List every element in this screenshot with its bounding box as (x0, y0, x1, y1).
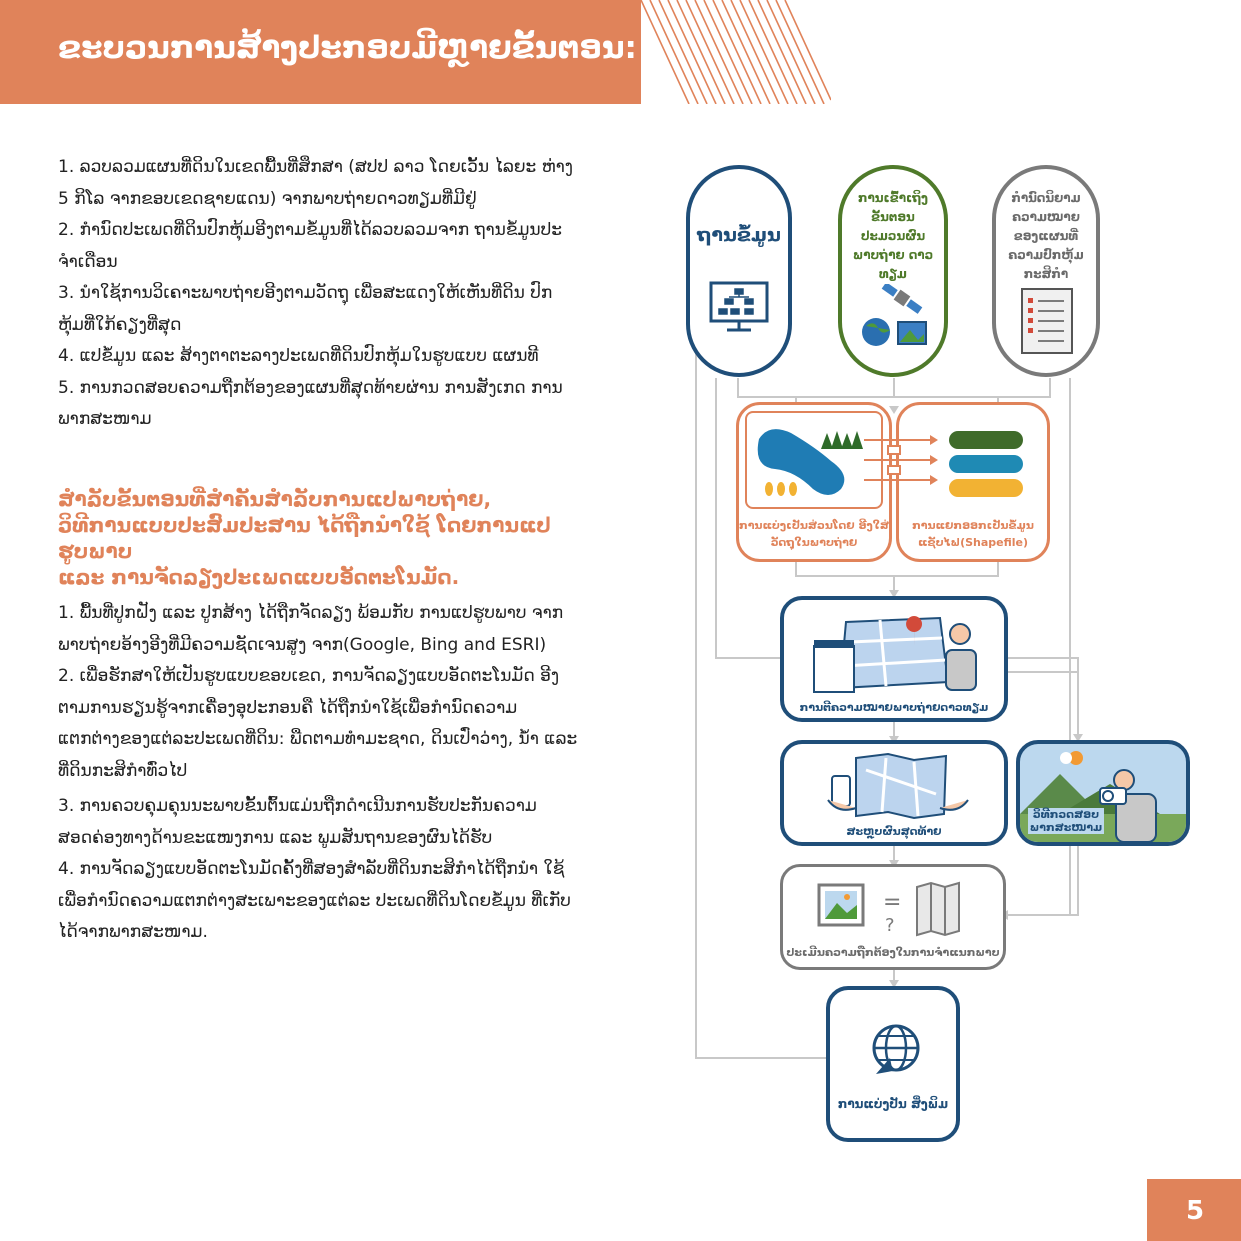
interpretation-label: ການຕີຄວາມໝາຍພາບຖ່າຍດາວທຽມ (799, 701, 989, 714)
steps-list-1: 1. ລວບລວມແຜນທີ່ດິນໃນເຂດພື້ນທີ່ສຶກສາ (ສປປ… (58, 152, 578, 436)
database-label: ຖານຂໍ້ມູນ (697, 224, 781, 246)
method-step-3: 3. ການຄວບຄຸມຄຸນນະພາບຂັ້ນຕົ້ນແມ່ນຖືກດໍາເນ… (58, 796, 537, 848)
hands-map-icon (827, 752, 969, 820)
field-check-box: ວິທີກວດສອບ ພາກສະໜາມ (1016, 740, 1190, 846)
map-analyst-icon (813, 616, 977, 693)
segmentation-arrows (864, 435, 938, 485)
header-stripes (641, 0, 831, 104)
accuracy-label: ປະເມີນຄວາມຖືກຕ້ອງໃນການຈໍາແນກພາບ (786, 946, 1000, 959)
final-map-label: ສະຫຼຸບຜົນສຸດທ້າຍ (846, 825, 942, 838)
shapefile-export-box: ການແຍກອອກເປັນຂໍ້ມູນ ແຊັບໄຟ(Shapefile) (896, 402, 1050, 562)
step-3: 3. ນໍາໃຊ້ການວິເຄາະພາບຖ່າຍອີງຕາມວັດຖຸ ເພື… (58, 283, 553, 335)
method-step-1: 1. ພື້ນທີ່ປູກຝັງ ແລະ ປູກສ້າງ ໄດ້ຖືກຈັດລຽ… (58, 603, 564, 655)
legend-definition-label: ກໍານົດນິຍາມ ຄວາມໝາຍ ຂອງແຜນທີ່ ຄວາມປົກຫຸ້… (1008, 191, 1084, 281)
method-step-4: 4. ການຈັດລຽງແບບອັດຕະໂນມັດຄັ້ງທີ່ສອງສໍາລັ… (58, 859, 571, 942)
step-4: 4. ແປຂໍ້ມູນ ແລະ ສ້າງຕາຕະລາງປະເພດທີ່ດິນປົ… (58, 346, 539, 366)
water-forest-icon (757, 429, 863, 496)
publish-box: ການແບ່ງປັນ ສິ່ງພິມ (826, 986, 960, 1142)
accuracy-box: = ? ປະເມີນຄວາມຖືກຕ້ອງໃນການຈໍາແນກພາບ (780, 864, 1006, 970)
satellite-icon (862, 284, 927, 346)
satellite-capsule: ການເຂົ້າເຖິງ ຂັ້ນຕອນ ປະມວນຜົນ ພາບຖ່າຍ ດາ… (838, 165, 948, 377)
monitor-icon (709, 281, 769, 332)
svg-text:?: ? (885, 915, 895, 936)
globe-cursor-icon (872, 1024, 920, 1074)
field-check-label: ວິທີກວດສອບ ພາກສະໜາມ (1028, 808, 1104, 834)
database-capsule: ຖານຂໍ້ມູນ (686, 165, 792, 377)
page-title: ຂະບວນການສ້າງປະກອບມີຫຼາຍຂັ້ນຕອນ: (58, 30, 637, 66)
page-number: 5 (1186, 1196, 1205, 1226)
satellite-label: ການເຂົ້າເຖິງ ຂັ້ນຕອນ ປະມວນຜົນ ພາບຖ່າຍ ດາ… (852, 191, 934, 281)
step-2: 2. ກໍານົດປະເພດທີ່ດິນປົກຫຸ້ມອີງຕາມຂໍ້ມູນທ… (58, 220, 562, 272)
header-banner (0, 0, 641, 104)
checklist-icon (1021, 288, 1073, 354)
compare-image-map-icon: = ? (817, 881, 960, 937)
step-1: 1. ລວບລວມແຜນທີ່ດິນໃນເຂດພື້ນທີ່ສຶກສາ (ສປປ… (58, 157, 573, 209)
svg-text:=: = (883, 890, 901, 915)
segmentation-label: ການແບ່ງເປັນສ່ວນໂດຍ ອີງໃສ່ວັດຖຸໃນພາບຖ່າຍ (739, 519, 889, 549)
segmentation-box: ການແບ່ງເປັນສ່ວນໂດຍ ອີງໃສ່ວັດຖຸໃນພາບຖ່າຍ (736, 402, 892, 562)
shapefile-export-label: ການແຍກອອກເປັນຂໍ້ມູນ ແຊັບໄຟ(Shapefile) (912, 519, 1034, 549)
section-subheading: ສໍາລັບຂັ້ນຕອນທີ່ສໍາຄັນສໍາລັບການແປພາບຖ່າຍ… (58, 487, 551, 589)
layers-icon (949, 431, 1023, 497)
method-step-2: 2. ເພື່ອຮັກສາໃຫ້ເປັນຮູບແບບຂອບເຂດ, ການຈັດ… (58, 666, 578, 781)
publish-label: ການແບ່ງປັນ ສິ່ງພິມ (837, 1097, 949, 1111)
interpretation-box: ການຕີຄວາມໝາຍພາບຖ່າຍດາວທຽມ (780, 596, 1008, 722)
page-number-tab (1147, 1179, 1241, 1241)
step-5: 5. ການກວດສອບຄວາມຖືກຕ້ອງຂອງແຜນທີ່ສຸດທ້າຍຜ… (58, 377, 563, 430)
final-map-box: ສະຫຼຸບຜົນສຸດທ້າຍ (780, 740, 1008, 846)
legend-definition-capsule: ກໍານົດນິຍາມ ຄວາມໝາຍ ຂອງແຜນທີ່ ຄວາມປົກຫຸ້… (992, 165, 1100, 377)
steps-list-2: 1. ພື້ນທີ່ປູກຝັງ ແລະ ປູກສ້າງ ໄດ້ຖືກຈັດລຽ… (58, 598, 578, 949)
